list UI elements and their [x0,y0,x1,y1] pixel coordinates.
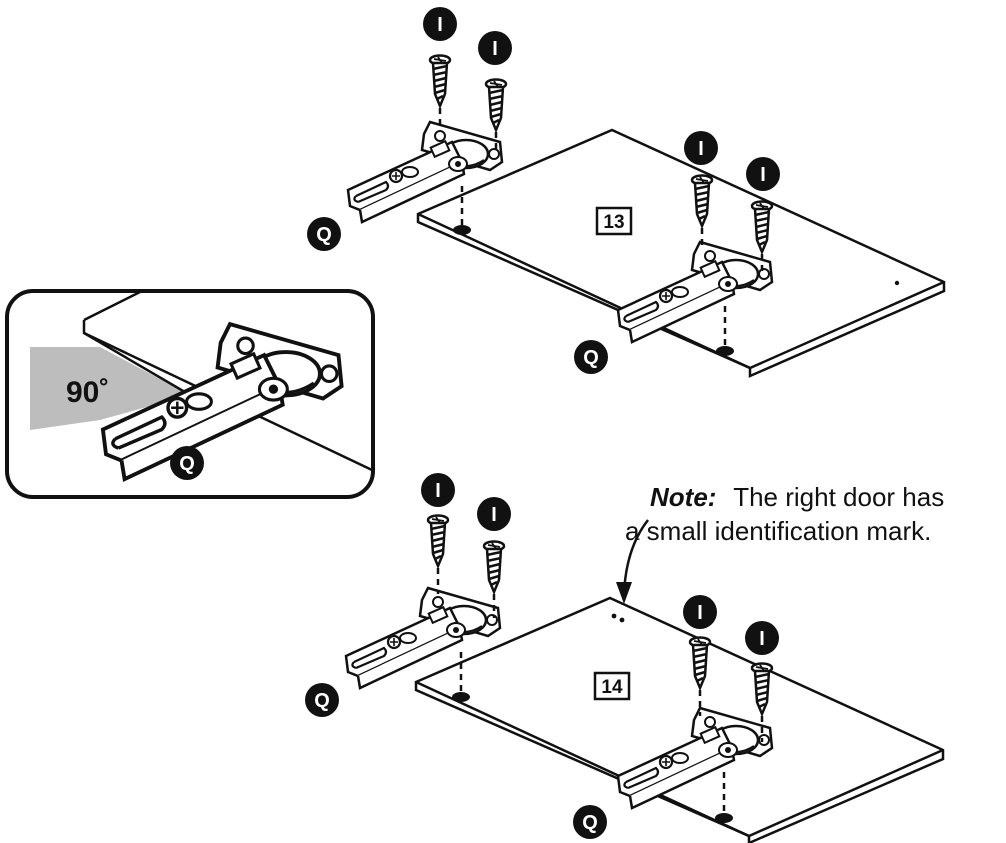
hole-mark [715,813,733,823]
hole-mark [453,225,471,235]
detail-inset: 90˚ Q [7,291,373,497]
screw-badge: I [684,131,718,165]
hinge-badge: Q [305,683,339,717]
svg-text:I: I [698,138,704,160]
hinge-badge: Q [573,805,607,839]
note-line-2: a small identification mark. [625,516,931,546]
screw-badge: I [746,157,780,191]
screw-badge: I [478,31,512,65]
svg-text:Q: Q [582,812,598,834]
svg-text:Q: Q [314,690,330,712]
svg-text:Note: The right door has: Note: The right door has [650,482,944,512]
panel-13-group: 13 I I I I Q [307,7,944,376]
panel-label-13: 13 [603,212,624,233]
screw-badge: I [421,473,455,507]
screw-badge: I [683,595,717,629]
screw-part [484,542,504,593]
screw-part [430,56,450,107]
note-callout: Note: The right door has a small identif… [616,482,944,604]
screw-badge: I [477,497,511,531]
screw-badge: I [745,621,779,655]
svg-text:I: I [759,628,765,650]
svg-text:Q: Q [179,453,195,475]
angle-label: 90˚ [66,376,109,409]
hole-mark [452,692,470,702]
svg-text:Q: Q [316,224,332,246]
hole-mark [716,346,734,356]
svg-text:Q: Q [583,347,599,369]
identification-mark [612,614,617,619]
svg-text:I: I [437,14,443,36]
panel-label-14: 14 [601,677,623,698]
hinge-badge: Q [170,446,204,480]
note-line-1: The right door has [733,482,944,512]
svg-text:I: I [492,38,498,60]
screw-part [486,80,506,131]
svg-text:I: I [435,480,441,502]
hinge-badge: Q [574,340,608,374]
svg-text:I: I [760,164,766,186]
note-prefix: Note: [650,482,716,512]
door-panel-14 [416,598,943,843]
svg-text:I: I [697,602,703,624]
svg-text:I: I [491,504,497,526]
screw-badge: I [423,7,457,41]
screw-part [428,516,448,567]
hinge-badge: Q [307,217,341,251]
